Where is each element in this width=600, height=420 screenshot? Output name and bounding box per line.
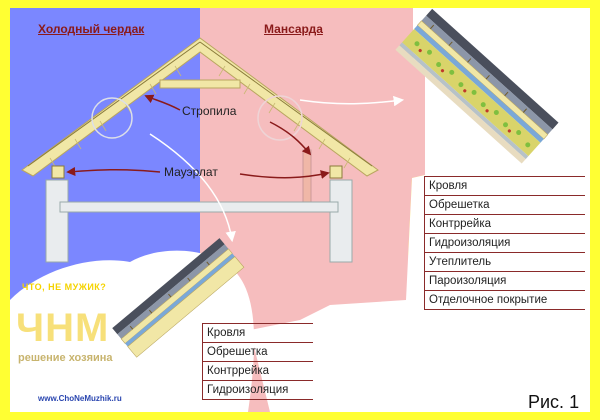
- site-url[interactable]: www.ChoNeMuzhik.ru: [38, 394, 122, 403]
- zone-circle-attic: [91, 97, 133, 139]
- roof-slopes: [21, 37, 379, 177]
- collar-tie: [159, 79, 241, 89]
- logo-abbreviation: ЧНМ: [16, 306, 110, 350]
- mansard-layers-legend: Кровля Обрешетка Контррейка Гидроизоляци…: [424, 176, 585, 310]
- wall-right: [329, 179, 353, 263]
- attic-layer: Гидроизоляция: [203, 381, 313, 400]
- mauerlat-label: Мауэрлат: [164, 165, 218, 179]
- mansard-layer: Кровля: [425, 176, 585, 196]
- mauerlat-right: [329, 165, 343, 179]
- knee-wall: [302, 149, 312, 209]
- zone-circle-mansard: [257, 95, 303, 141]
- attic-layer: Контррейка: [203, 362, 313, 381]
- attic-roof-detail: [112, 238, 245, 358]
- attic-layers-legend: Кровля Обрешетка Контррейка Гидроизоляци…: [202, 323, 313, 400]
- logo-slogan: ЧТО, НЕ МУЖИК?: [22, 282, 107, 292]
- wall-left: [45, 179, 69, 263]
- mansard-layer: Пароизоляция: [425, 272, 585, 291]
- mansard-roof-detail: [395, 8, 559, 164]
- cold-attic-title: Холодный чердак: [38, 22, 145, 36]
- label-arrows: [66, 94, 330, 179]
- mansard-layer: Контррейка: [425, 215, 585, 234]
- attic-layer: Кровля: [203, 323, 313, 343]
- mauerlat-left: [51, 165, 65, 179]
- attic-layer: Обрешетка: [203, 343, 313, 362]
- logo-subtitle: решение хозяина: [18, 352, 113, 364]
- floor-slab: [59, 201, 339, 213]
- mansard-title: Мансарда: [264, 22, 323, 36]
- mansard-layer: Гидроизоляция: [425, 234, 585, 253]
- pointer-arrow-attic: [149, 133, 236, 243]
- figure-label: Рис. 1: [528, 392, 580, 412]
- mansard-layer: Обрешетка: [425, 196, 585, 215]
- pointer-arrow-mansard: [299, 95, 405, 107]
- mansard-layer: Утеплитель: [425, 253, 585, 272]
- mansard-layer: Отделочное покрытие: [425, 291, 585, 310]
- rafters-label: Стропила: [182, 104, 237, 118]
